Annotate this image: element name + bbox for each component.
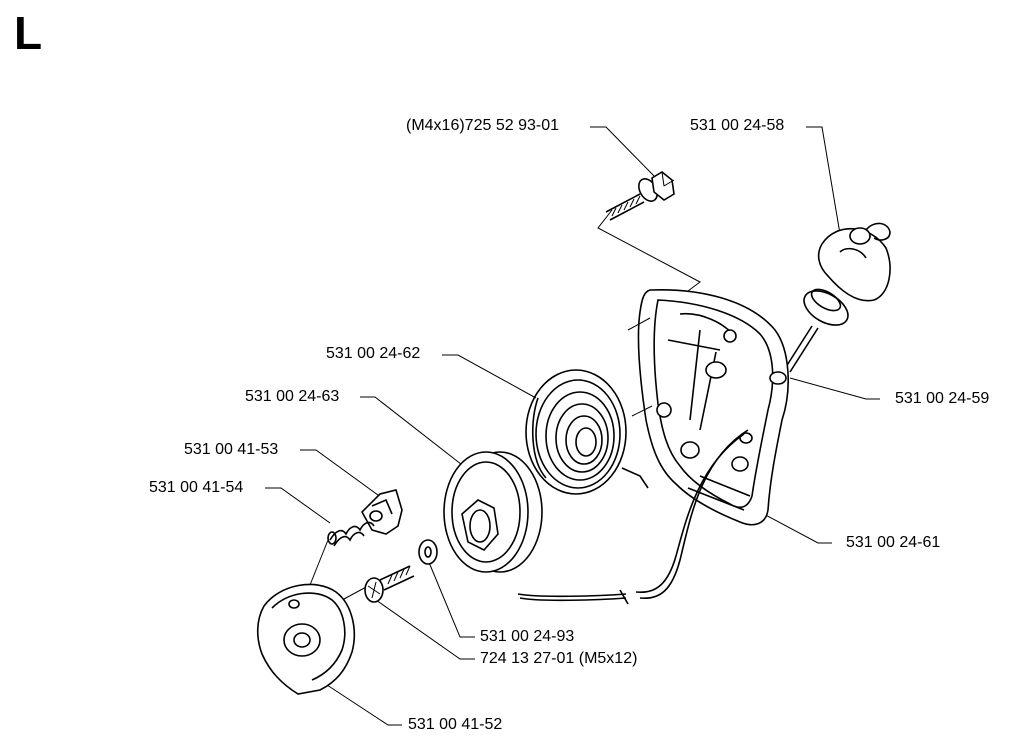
- starter-handle: [783, 222, 891, 373]
- starter-housing: [627, 288, 789, 526]
- label-rope-guide: 531 00 24-59: [895, 390, 990, 407]
- leader-carrier: [323, 682, 402, 726]
- leader-housing: [759, 511, 832, 544]
- label-carrier: 531 00 41-52: [408, 716, 503, 733]
- pawl-carrier: [256, 583, 356, 695]
- label-spring: 531 00 24-62: [326, 345, 421, 362]
- label-handle: 531 00 24-58: [690, 117, 785, 134]
- washer: [418, 539, 438, 565]
- screw-m5x12: [364, 565, 415, 603]
- leader-screw-top: [590, 126, 657, 179]
- rope-pulley: [443, 451, 543, 573]
- leader-pawl-spring: [265, 487, 331, 524]
- label-washer: 531 00 24-93: [480, 628, 575, 645]
- leader-screw-top-axis: [597, 209, 701, 301]
- starter-rope: [517, 429, 749, 605]
- label-pawl: 531 00 41-53: [184, 441, 279, 458]
- label-screw-top: (M4x16)725 52 93-01: [406, 117, 559, 134]
- leader-spring: [442, 354, 537, 399]
- label-pawl-spring: 531 00 41-54: [149, 479, 244, 496]
- axis-line-lower: [309, 539, 329, 586]
- leader-pawl: [300, 449, 383, 499]
- leader-washer: [427, 559, 475, 638]
- leader-handle: [806, 126, 841, 235]
- label-pulley: 531 00 24-63: [245, 388, 340, 405]
- label-housing: 531 00 24-61: [846, 534, 941, 551]
- pawl: [361, 489, 403, 535]
- leader-lines: [265, 126, 880, 726]
- pawl-spring: [327, 521, 375, 547]
- label-screw-bottom: 724 13 27-01 (M5x12): [480, 650, 638, 667]
- leader-screw-bottom: [375, 599, 475, 660]
- screw-m4x16: [605, 171, 675, 221]
- recoil-spring: [525, 369, 649, 495]
- leader-rope-guide: [789, 377, 880, 400]
- section-letter: L: [14, 7, 43, 59]
- leader-pulley: [360, 396, 467, 469]
